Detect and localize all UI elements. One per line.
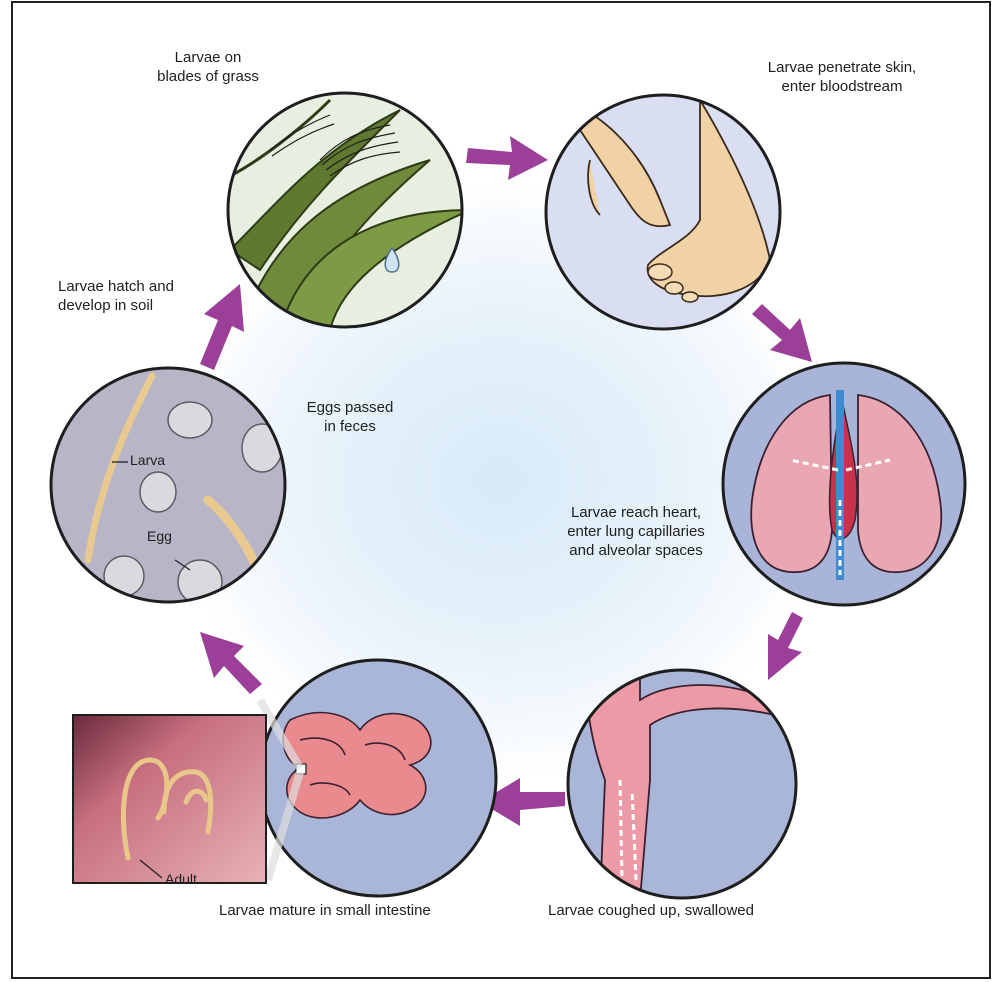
label-coughed: Larvae coughed up, swallowed — [548, 901, 808, 920]
label-skin: Larvae penetrate skin, enter bloodstream — [722, 58, 962, 96]
label-heart: Larvae reach heart, enter lung capillari… — [536, 503, 736, 560]
label-intestine: Larvae mature in small intestine — [219, 901, 519, 920]
callout-larva: Larva — [130, 452, 165, 468]
adult-inset — [73, 700, 300, 883]
label-grass: Larvae on blades of grass — [138, 48, 278, 86]
callout-egg: Egg — [147, 528, 172, 544]
label-hatch: Larvae hatch and develop in soil — [58, 277, 238, 315]
callout-adult: Adult — [165, 871, 197, 887]
label-eggs-feces: Eggs passed in feces — [280, 398, 420, 436]
arrow-grass-to-skin — [466, 136, 548, 180]
